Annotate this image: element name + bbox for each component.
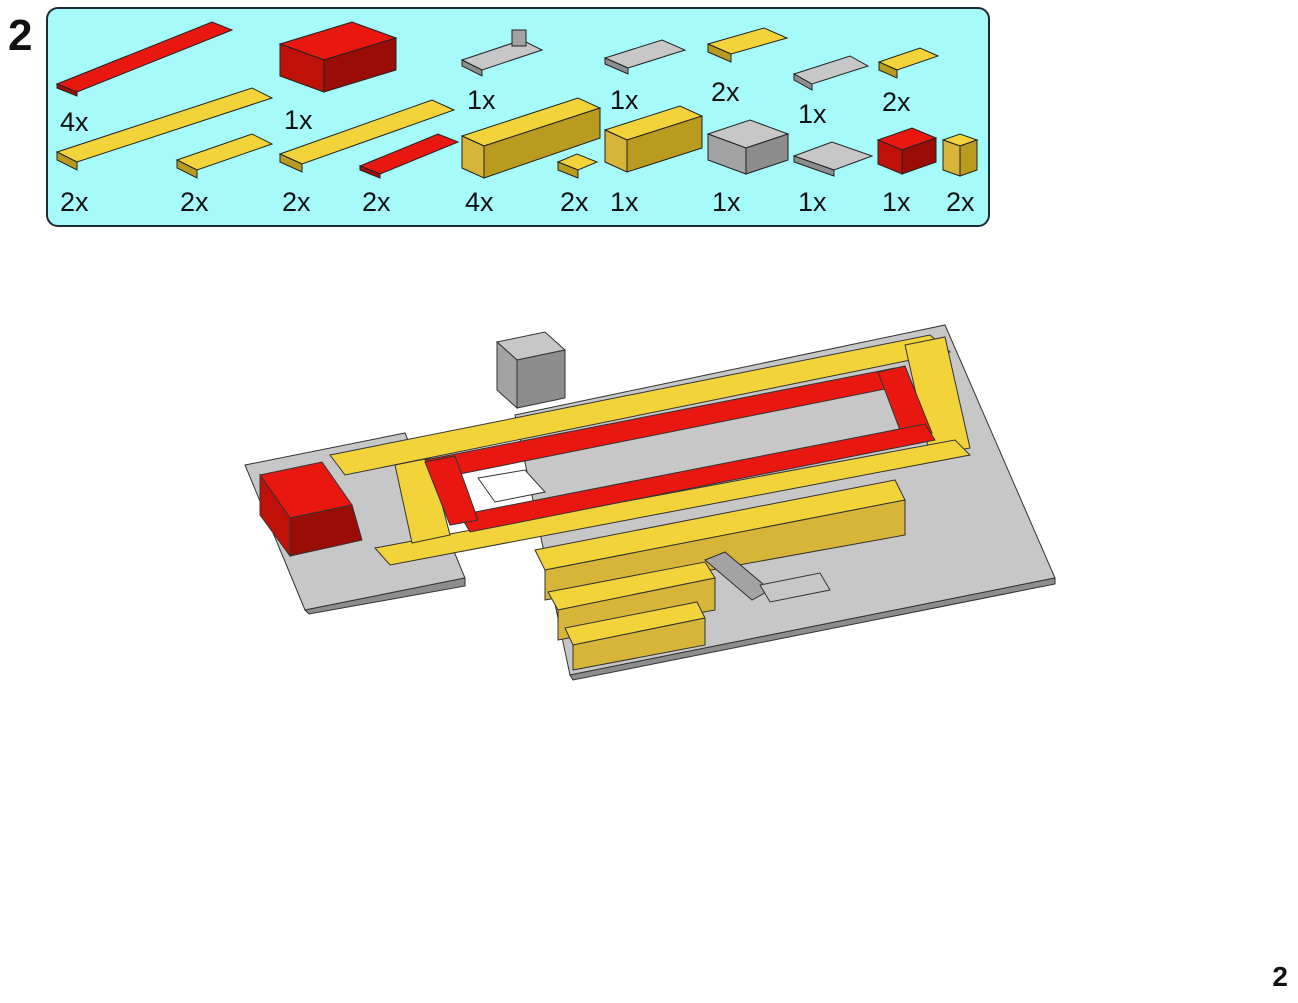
gray-hinge-plate <box>759 572 831 603</box>
yellow-frame-front <box>374 439 972 566</box>
parts-list-panel: 4x 1x 1x 1x 2x 1x 2x 2x 2x 2x 2x 4x 2x 1… <box>46 7 990 227</box>
red-tile-frame-right <box>877 365 933 439</box>
qty-gold-brick-1x6: 4x <box>465 187 494 217</box>
part-red-tile-1x8 <box>55 21 234 93</box>
qty-gray-plate-1x2: 1x <box>610 85 639 115</box>
yellow-frame-left <box>394 457 451 544</box>
qty-gray-brick-2x2: 1x <box>712 187 741 217</box>
assembly-illustration <box>244 324 1056 681</box>
qty-yellow-plate-1x8: 2x <box>282 187 311 217</box>
qty-gold-plate-1x1: 2x <box>560 187 589 217</box>
qty-gray-hinge-plate: 1x <box>467 85 496 115</box>
qty-red-brick-2x4: 1x <box>284 105 313 135</box>
qty-gold-brick-1x4: 1x <box>610 187 639 217</box>
qty-yellow-plate-1x2: 2x <box>882 87 911 117</box>
qty-gray-plate-2x2: 1x <box>798 187 827 217</box>
parts-illustrations <box>55 21 979 179</box>
red-tile-frame-front <box>459 423 936 533</box>
part-red-tile-1x4 <box>358 133 460 175</box>
qty-red-tile-1x4: 2x <box>362 187 391 217</box>
qty-red-tile-1x8: 4x <box>60 107 89 137</box>
qty-yellow-plate-1x10: 2x <box>60 187 89 217</box>
qty-gray-clip-plate: 1x <box>798 99 827 129</box>
part-yellow-plate-1x4 <box>175 133 274 171</box>
qty-yellow-plate-1x4: 2x <box>180 187 209 217</box>
frame-opening <box>477 469 546 503</box>
red-tile-frame-left <box>424 455 479 526</box>
qty-gold-brick-1x1: 2x <box>946 187 975 217</box>
step-number: 2 <box>8 11 33 60</box>
yellow-frame-back <box>329 334 952 476</box>
qty-red-brick-1x2: 1x <box>882 187 911 217</box>
page-number: 2 <box>1272 961 1288 992</box>
qty-yellow-plate-1x3: 2x <box>711 77 740 107</box>
